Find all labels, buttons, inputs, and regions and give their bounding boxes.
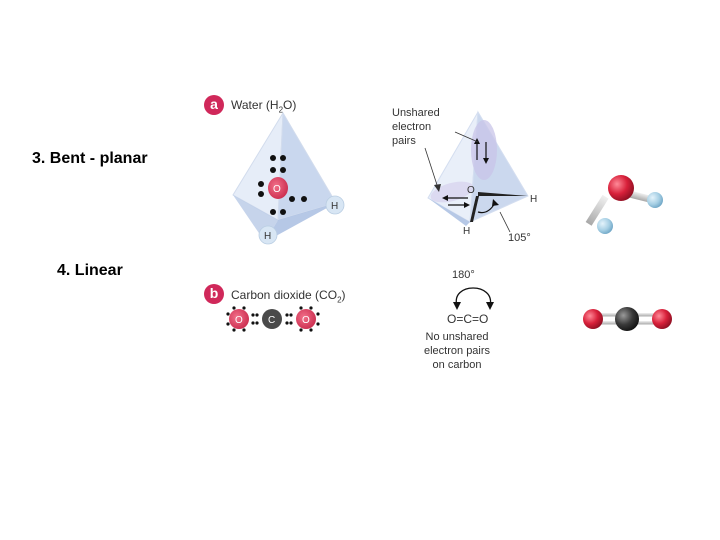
bond-angle-180: 180° [452,269,475,281]
ball-co2-oxygen-left [583,309,603,329]
co2-linear-formula: O=C=O [447,287,494,326]
water-oxygen-atom [268,177,288,199]
svg-text:H: H [331,201,338,212]
ball-co2-carbon [615,307,639,331]
co2-oxygen-right [296,309,316,329]
water-hydrogen-bottom [258,225,278,245]
unshared-pairs-note: Unshared electron pairs [392,107,440,147]
lone-pair-lobe-top [471,120,497,180]
water-tetrahedron-lone-pairs: O H H [424,110,537,237]
panel-b-badge: b [204,284,224,304]
co2-formula-text: O=C=O [447,312,488,326]
co2-title: Carbon dioxide (CO2) [231,288,346,305]
svg-text:O: O [235,315,243,326]
lone-pair-oxygen-label: O [467,185,475,196]
lone-pair-lobe-left [430,181,474,203]
ball-co2-oxygen-right [652,309,672,329]
water-hydrogen-right [325,195,345,215]
svg-text:H: H [463,226,470,237]
water-oxygen-label: O [273,184,281,195]
svg-text:H: H [264,231,271,242]
linear-label: 4. Linear [57,262,123,279]
water-lone-pair-dots [258,155,307,215]
svg-text:H: H [530,194,537,205]
co2-ball-and-stick [583,307,672,331]
bent-planar-label: 3. Bent - planar [32,150,148,167]
ball-oxygen [608,175,634,201]
svg-text:O: O [302,315,310,326]
ball-hydrogen-right [647,192,663,208]
no-unshared-pairs-note: No unshared electron pairs on carbon [424,331,491,371]
water-tetrahedron-lewis: O H H [232,111,345,245]
water-ball-and-stick [585,175,663,234]
water-title: Water (H2O) [231,98,297,115]
svg-text:C: C [268,315,275,326]
co2-electron-dots [226,306,320,332]
co2-carbon [262,309,282,329]
angle-180-arc [455,287,491,307]
ball-hydrogen-bottom [597,218,613,234]
co2-oxygen-left [229,309,249,329]
panel-a-badge: a [204,95,224,115]
co2-lewis-structure: O C O [226,306,320,332]
bond-angle-105: 105° [508,232,531,244]
